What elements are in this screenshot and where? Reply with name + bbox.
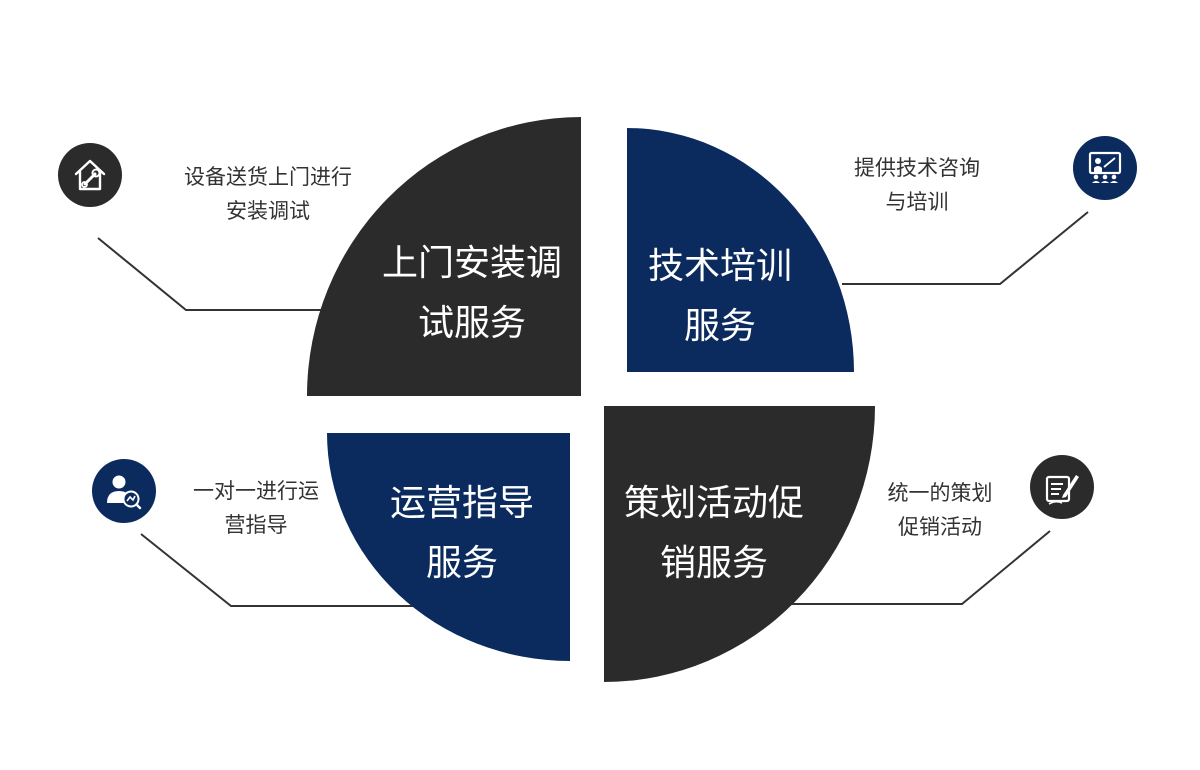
quadrant-training bbox=[627, 128, 854, 372]
connector-line-operation bbox=[140, 533, 415, 607]
connector-line-training bbox=[842, 211, 1089, 285]
title-line: 服务 bbox=[425, 543, 498, 584]
title-line: 试服务 bbox=[417, 303, 526, 344]
title-line: 销服务 bbox=[659, 543, 768, 584]
description-promotion: 统一的策划 促销活动 bbox=[870, 476, 1010, 544]
document-pen-icon bbox=[1030, 455, 1094, 519]
description-line: 促销活动 bbox=[898, 515, 982, 539]
description-line: 统一的策划 bbox=[887, 481, 993, 505]
quadrant-operation bbox=[327, 433, 570, 661]
description-training: 提供技术咨询 与培训 bbox=[836, 151, 998, 219]
title-line: 运营指导 bbox=[389, 483, 534, 524]
user-chart-icon bbox=[92, 459, 156, 523]
quadrant-title-promotion: 策划活动促 销服务 bbox=[614, 474, 814, 594]
house-wrench-icon bbox=[58, 143, 122, 207]
quadrant-title-training: 技术培训 服务 bbox=[632, 237, 808, 357]
title-line: 上门安装调 bbox=[381, 243, 562, 284]
description-line: 提供技术咨询 bbox=[854, 156, 980, 180]
quadrant-title-operation: 运营指导 服务 bbox=[378, 474, 546, 594]
title-line: 技术培训 bbox=[647, 246, 792, 287]
description-installation: 设备送货上门进行 安装调试 bbox=[160, 160, 376, 228]
title-line: 服务 bbox=[683, 306, 756, 347]
quadrant-promotion bbox=[604, 406, 875, 682]
presentation-board-icon bbox=[1073, 136, 1137, 200]
description-operation: 一对一进行运 营指导 bbox=[175, 474, 337, 542]
description-line: 与培训 bbox=[885, 190, 949, 214]
description-line: 设备送货上门进行 bbox=[184, 165, 352, 189]
connector-line-promotion bbox=[790, 530, 1051, 605]
quadrant-installation bbox=[307, 117, 581, 396]
description-line: 一对一进行运 bbox=[193, 479, 319, 503]
description-line: 营指导 bbox=[224, 513, 288, 537]
connector-line-installation bbox=[97, 237, 322, 311]
quadrant-title-installation: 上门安装调 试服务 bbox=[372, 234, 572, 354]
description-line: 安装调试 bbox=[226, 199, 310, 223]
title-line: 策划活动促 bbox=[623, 483, 804, 524]
